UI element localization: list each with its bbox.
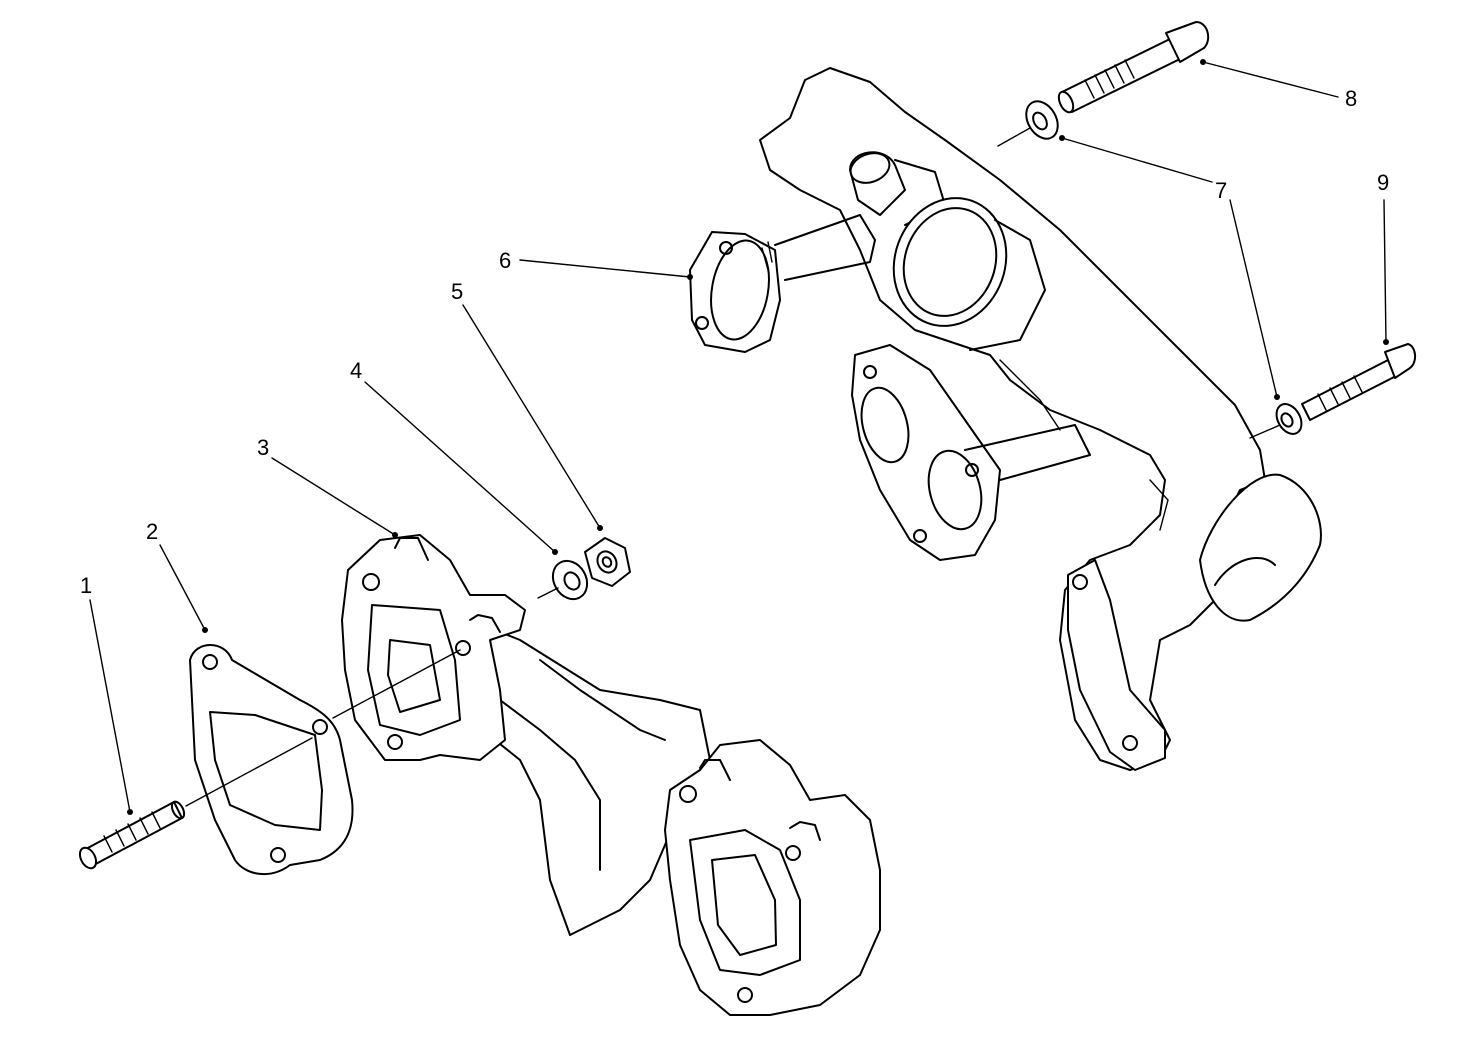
callout-6: 6 [499,248,511,273]
callout-3: 3 [257,435,269,460]
callout-5: 5 [451,279,463,304]
washer-upper-part [997,100,1059,147]
callout-7: 7 [1215,178,1227,203]
assembly-axis-lines [185,587,559,807]
callout-9: 9 [1377,170,1389,195]
washer-lower-part [1249,403,1303,439]
stud-part [78,800,186,870]
callout-leaders [89,59,1389,815]
callout-labels: 1 2 3 4 5 6 7 8 9 [80,86,1389,598]
nut-part [584,537,631,587]
callout-4: 4 [350,358,362,383]
callout-1: 1 [80,573,92,598]
washer-part [551,559,589,601]
long-bolt-part [1057,21,1210,114]
callout-2: 2 [146,519,158,544]
callout-8: 8 [1345,86,1357,111]
exhaust-manifold-part [341,534,881,1016]
short-bolt-part [1301,343,1416,421]
intake-manifold-part [689,67,1322,771]
